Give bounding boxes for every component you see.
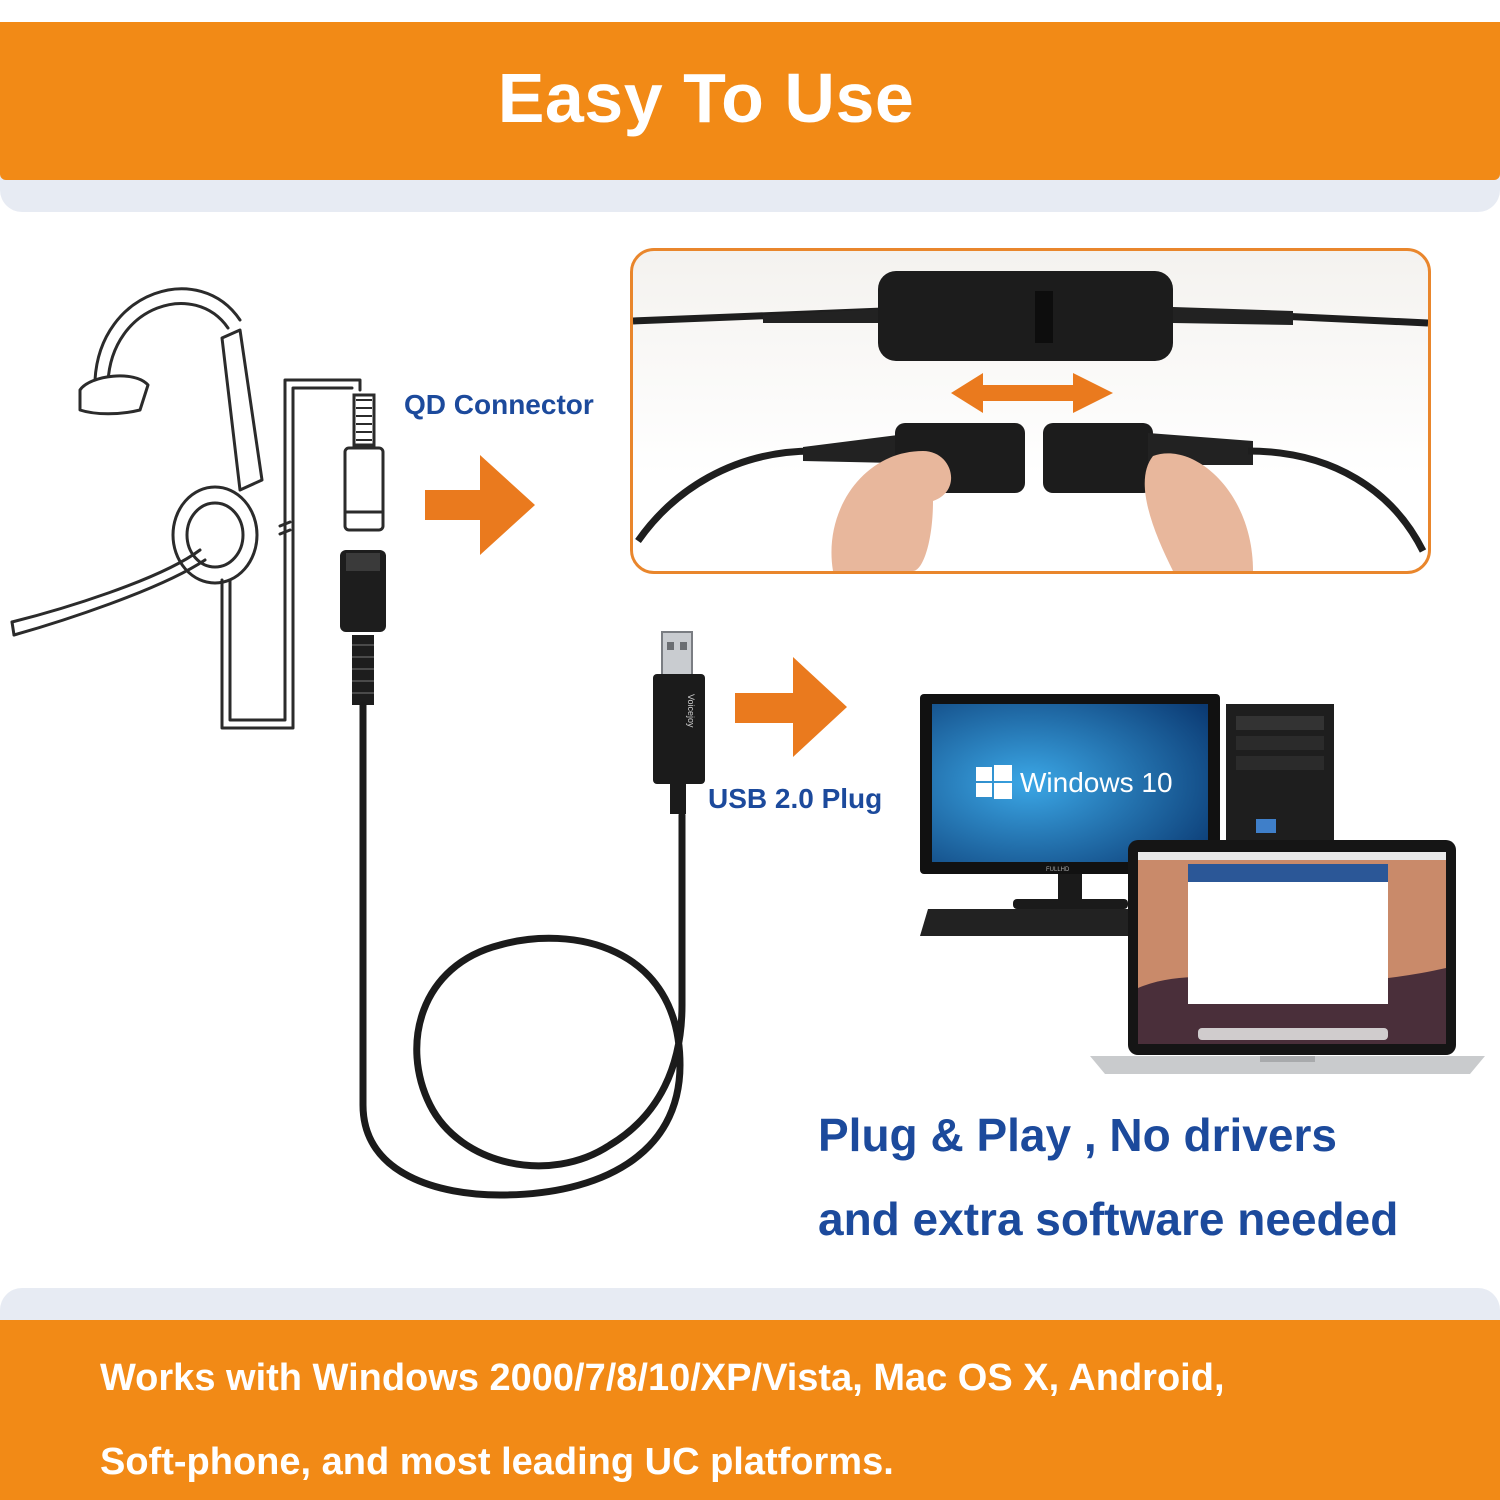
tagline-line2: and extra software needed (818, 1193, 1399, 1245)
windows-logo-text: Windows 10 (1020, 767, 1173, 798)
usb-brand-text: Voicejoy (686, 694, 696, 728)
qd-connection-photo (633, 271, 1428, 571)
laptop-icon (1090, 840, 1485, 1074)
qd-connector-icon (340, 550, 686, 1199)
desktop-computer-icon: Windows 10 FULLHD (920, 694, 1334, 936)
arrow-right-icon (425, 455, 535, 555)
headset-illustration (10, 287, 385, 730)
arrow-right-icon (735, 657, 847, 757)
monitor-brand: FULLHD (1046, 867, 1070, 873)
usb-plug-icon: Voicejoy (653, 631, 705, 814)
usb-plug-label: USB 2.0 Plug (708, 783, 883, 814)
compatibility-line2: Soft-phone, and most leading UC platform… (100, 1441, 894, 1483)
tagline-line1: Plug & Play , No drivers (818, 1109, 1337, 1161)
double-arrow-icon (951, 373, 1113, 413)
footer-banner (0, 1320, 1500, 1500)
page-title: Easy To Use (497, 59, 915, 137)
header-banner (0, 22, 1500, 180)
qd-connector-label: QD Connector (404, 389, 594, 420)
windows-logo-icon (976, 765, 1012, 799)
compatibility-line1: Works with Windows 2000/7/8/10/XP/Vista,… (100, 1357, 1225, 1399)
qd-photo-frame (630, 248, 1431, 574)
